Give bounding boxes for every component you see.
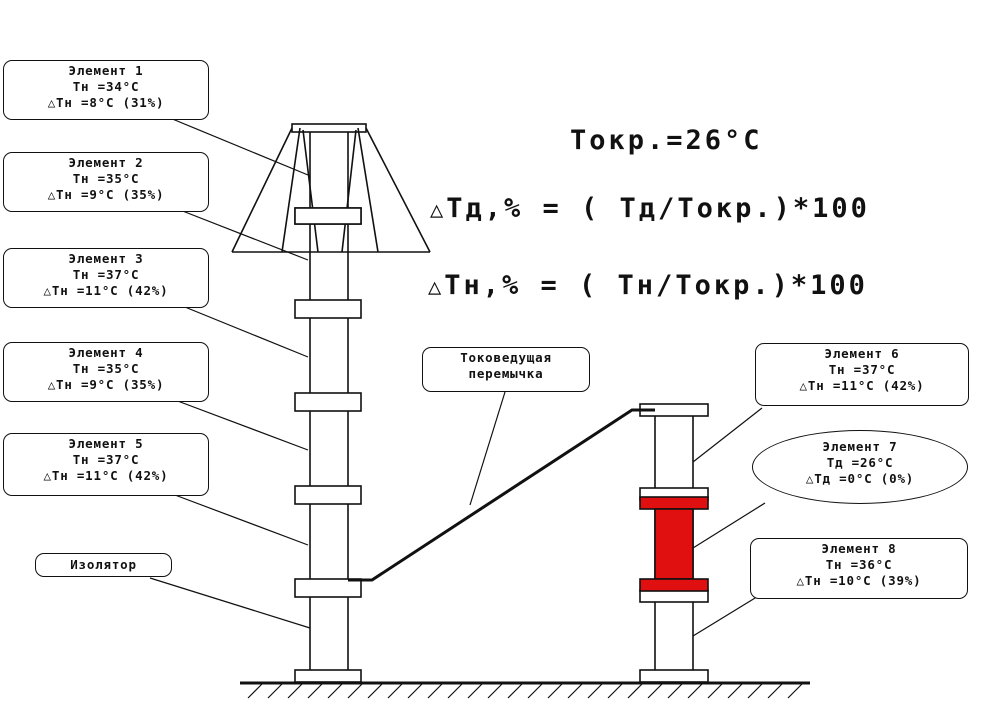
delta-td-formula: △Тд,% = ( Тд/Токр.)*100 (430, 193, 870, 224)
callout-element-7: Элемент 7 Тд =26°С △Тд =0°С (0%) (752, 430, 968, 504)
callout-element-6: Элемент 6 Тн =37°С △Тн =11°С (42%) (755, 343, 969, 406)
jumper-wire (348, 408, 655, 582)
callout-element-3: Элемент 3 Тн =37°С △Тн =11°С (42%) (3, 248, 209, 308)
ambient-temperature: Токр.=26°С (570, 125, 763, 156)
delta-tn-formula: △Тн,% = ( Тн/Токр.)*100 (428, 270, 868, 301)
callout-element-5: Элемент 5 Тн =37°С △Тн =11°С (42%) (3, 433, 209, 496)
callout-element-4: Элемент 4 Тн =35°С △Тн =9°С (35%) (3, 342, 209, 402)
delta-icon: △ (428, 275, 445, 300)
jumper-label: Токоведущая перемычка (422, 347, 590, 392)
callout-element-2: Элемент 2 Тн =35°С △Тн =9°С (35%) (3, 152, 209, 212)
delta-icon: △ (430, 198, 447, 223)
callout-element-8: Элемент 8 Тн =36°С △Тн =10°С (39%) (750, 538, 968, 599)
hot-element-7 (639, 496, 709, 592)
insulator-label: Изолятор (35, 553, 172, 577)
callout-element-1: Элемент 1 Тн =34°С △Тн =8°С (31%) (3, 60, 209, 120)
insulator-cap (231, 123, 431, 253)
leader-lines (149, 117, 766, 637)
ground-hatching (247, 683, 803, 699)
